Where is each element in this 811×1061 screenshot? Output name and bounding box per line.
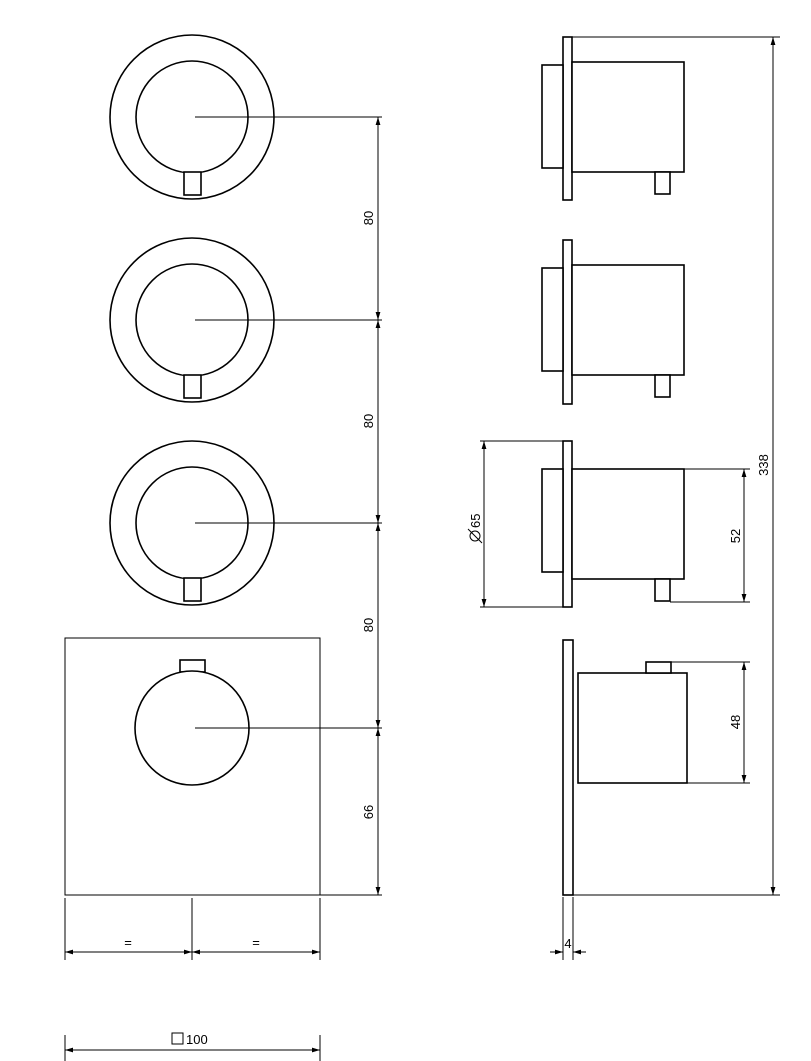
dim-label-equal-right: = [252, 935, 260, 950]
dim-label-48: 48 [728, 715, 743, 729]
diameter-symbol-icon [469, 530, 481, 542]
front-knob-1 [109, 34, 382, 200]
plate-thickness-dimension: 4 [550, 897, 586, 960]
dim-label-100: 100 [186, 1032, 208, 1047]
spacing-dimension-chain: 80 80 80 66 [320, 117, 382, 896]
square-symbol-icon [171, 1032, 184, 1045]
width-equal-dimension: = = [64, 898, 321, 960]
knob-depth-dimension: 52 [670, 468, 750, 603]
side-knob-1 [541, 36, 685, 201]
dim-label-80-1: 80 [361, 211, 376, 225]
dim-label-65: 65 [468, 514, 483, 528]
dim-label-338: 338 [756, 454, 771, 476]
dim-label-80-3: 80 [361, 618, 376, 632]
dim-label-4: 4 [564, 936, 571, 951]
overall-height-dimension: 338 [572, 36, 780, 896]
side-knob-3 [541, 440, 685, 608]
dim-label-80-2: 80 [361, 414, 376, 428]
dim-label-66: 66 [361, 805, 376, 819]
side-thermostat [562, 639, 688, 896]
front-knob-2 [109, 237, 382, 403]
plate-size-dimension: 100 [64, 1032, 321, 1061]
dim-label-equal-left: = [124, 935, 132, 950]
diameter-dimension: 65 [467, 440, 563, 608]
front-thermostat-plate [64, 637, 382, 896]
side-knob-2 [541, 239, 685, 405]
dim-label-52: 52 [728, 529, 743, 543]
front-knob-3 [109, 440, 382, 606]
thermostat-depth-dimension: 48 [671, 661, 750, 784]
